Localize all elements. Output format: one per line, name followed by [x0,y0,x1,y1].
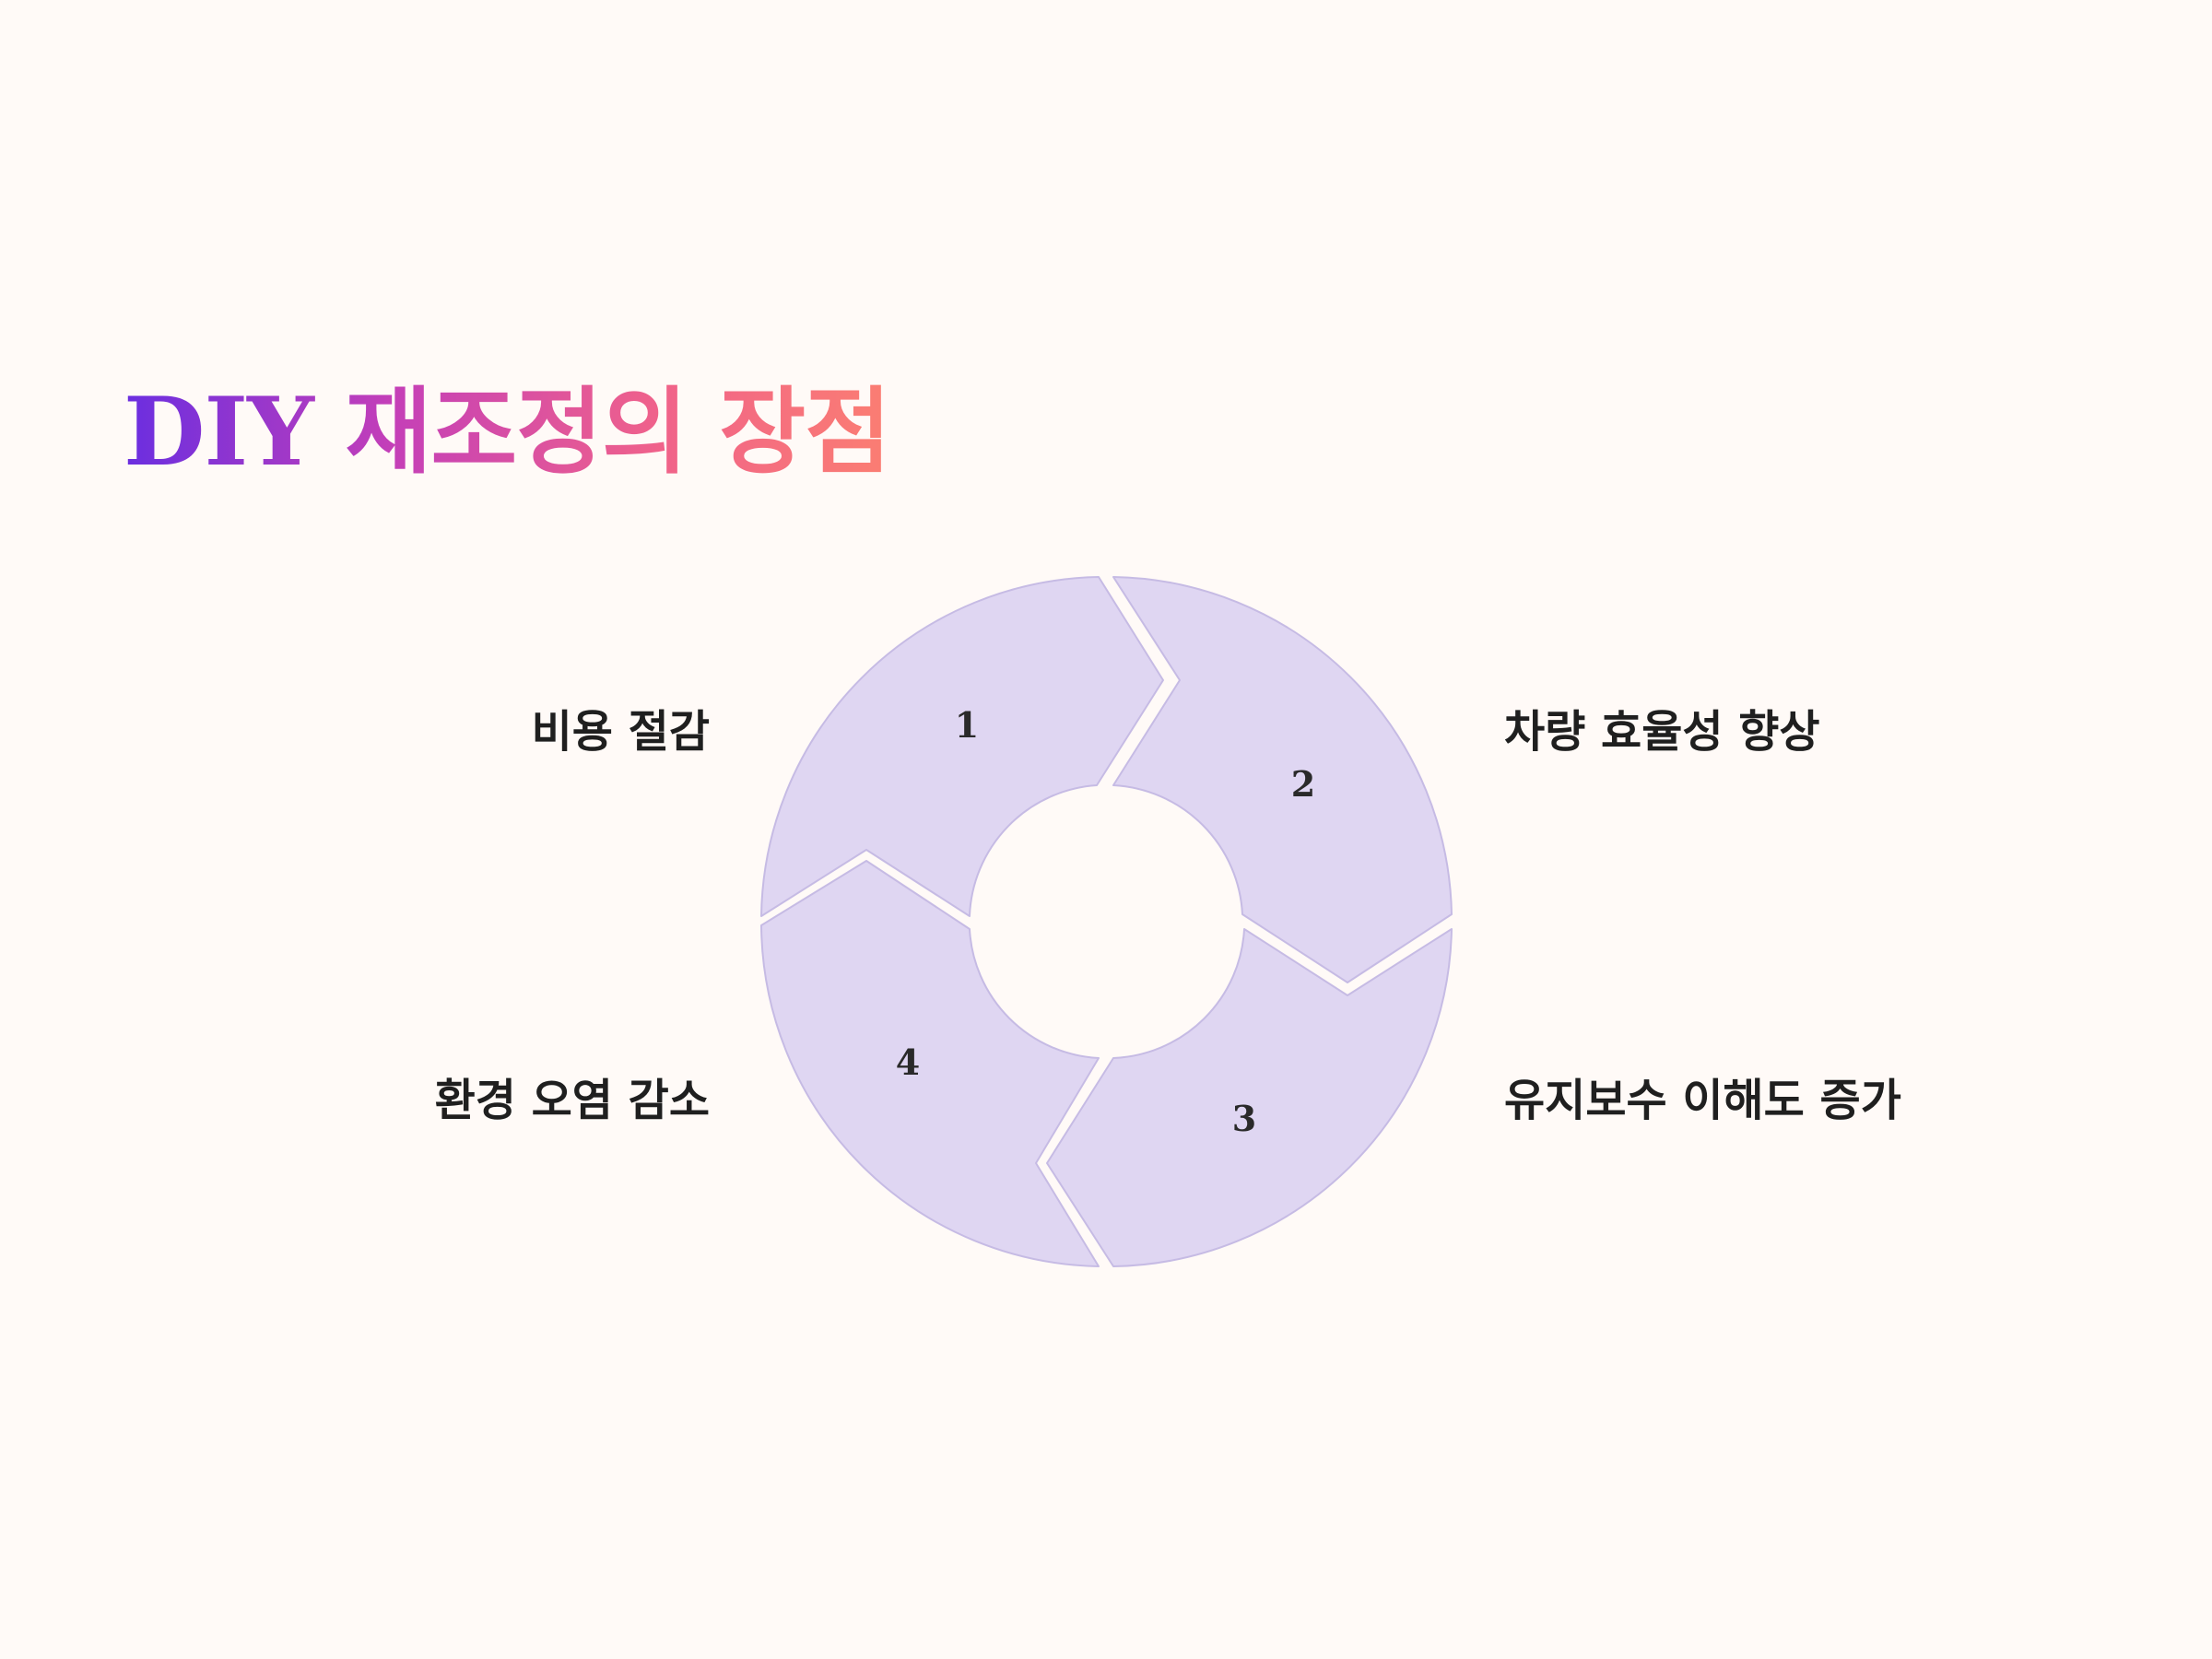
label-segment-3: 유지보수 이해도 증가 [1504,1075,1901,1126]
slide-title: DIY 재조정의 장점 [124,377,891,488]
cycle-segment-1 [760,576,1164,917]
label-segment-2: 차량 효율성 향상 [1504,706,1820,758]
segment-number-1: 1 [955,704,979,746]
cycle-segment-3 [1046,928,1453,1267]
segment-number-3: 3 [1232,1098,1256,1139]
segment-number-4: 4 [896,1041,920,1083]
label-segment-1: 비용 절감 [531,706,710,758]
segment-number-2: 2 [1291,763,1315,805]
cycle-segment-4 [760,860,1100,1267]
label-segment-4: 환경 오염 감소 [434,1075,710,1126]
cycle-segment-2 [1112,576,1453,983]
